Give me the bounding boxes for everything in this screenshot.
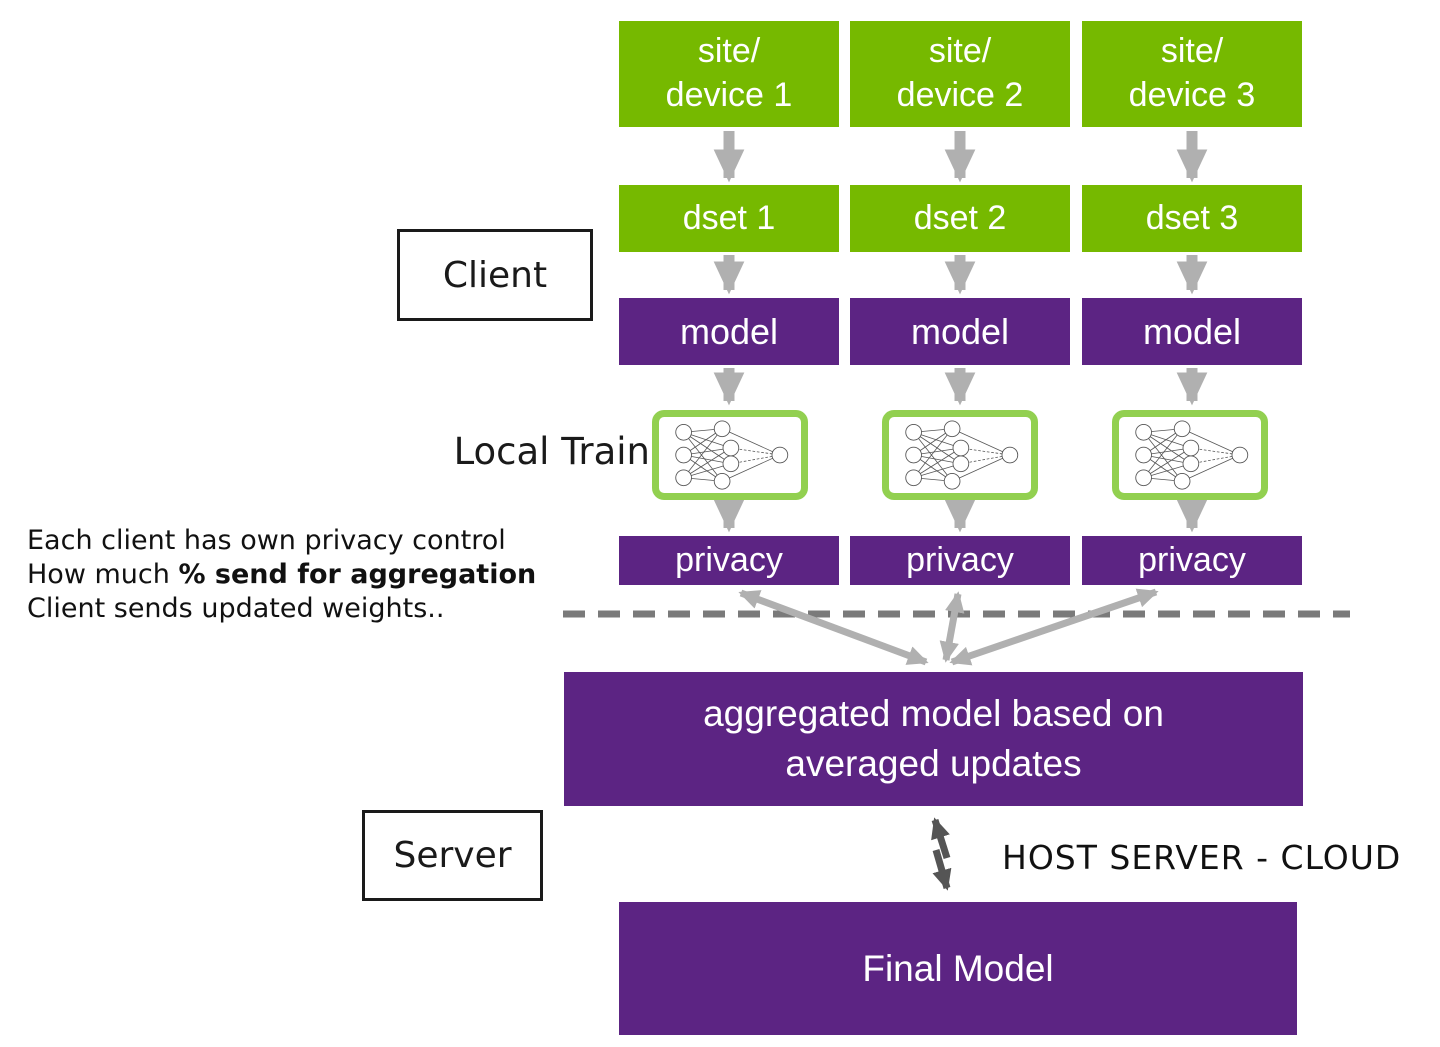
note-line-1: Each client has own privacy control: [27, 525, 506, 556]
note-line-2-normal: How much: [27, 559, 179, 590]
site-device-3-box: site/ device 3: [1082, 21, 1302, 127]
local-train-label: Local Train: [453, 430, 650, 473]
privacy-1-box: privacy: [619, 536, 839, 585]
dset-2-box: dset 2: [850, 185, 1070, 252]
dset-3-box: dset 3: [1082, 185, 1302, 252]
local-train-network-2: [882, 410, 1038, 500]
model-1-box: model: [619, 298, 839, 365]
site-device-2-box: site/ device 2: [850, 21, 1070, 127]
local-train-network-3: [1112, 410, 1268, 500]
client-label: Client: [442, 254, 548, 296]
neural-network-icon: [1135, 420, 1249, 490]
site-device-1-box: site/ device 1: [619, 21, 839, 127]
note-line-2: How much % send for aggregation: [27, 558, 536, 592]
neural-network-icon: [675, 420, 789, 490]
model-3-box: model: [1082, 298, 1302, 365]
privacy-3-box: privacy: [1082, 536, 1302, 585]
final-model-box: Final Model: [619, 902, 1297, 1035]
server-label: Server: [393, 835, 512, 876]
privacy-notes: Each client has own privacy control How …: [27, 524, 536, 626]
bidirectional-arrow-icon: [738, 588, 1159, 666]
aggregated-model-box: aggregated model based on averaged updat…: [564, 672, 1303, 806]
model-2-box: model: [850, 298, 1070, 365]
local-train-network-1: [652, 410, 808, 500]
note-line-3: Client sends updated weights..: [27, 593, 445, 624]
server-label-box: Server: [362, 810, 543, 901]
client-label-box: Client: [397, 229, 593, 321]
neural-network-icon: [905, 420, 1019, 490]
note-line-2-bold: % send for aggregation: [178, 559, 537, 590]
bidirectional-zigzag-arrow-icon: [931, 817, 952, 891]
dset-1-box: dset 1: [619, 185, 839, 252]
privacy-2-box: privacy: [850, 536, 1070, 585]
host-server-cloud-label: HOST SERVER - CLOUD: [1002, 838, 1402, 877]
